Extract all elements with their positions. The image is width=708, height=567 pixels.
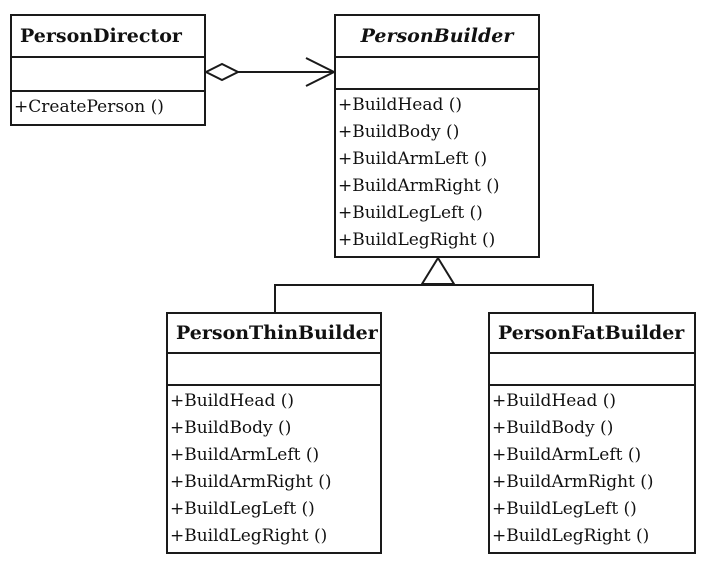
method-item: +BuildLegRight () [492, 526, 650, 546]
class-person-director: PersonDirector +CreatePerson () [10, 14, 206, 126]
method-item: +BuildBody () [492, 418, 614, 438]
aggregation-connector [203, 57, 337, 87]
attributes-section [336, 58, 538, 90]
method-item: +BuildHead () [170, 391, 295, 411]
method-item: +BuildArmLeft () [170, 445, 320, 465]
methods-section: +CreatePerson () [12, 92, 204, 121]
method-item: +BuildBody () [338, 122, 460, 142]
attributes-section [490, 354, 694, 386]
generalization-branches [274, 284, 594, 312]
class-person-fat-builder: PersonFatBuilder +BuildHead () +BuildBod… [488, 312, 696, 554]
method-item: +BuildLegLeft () [170, 499, 315, 519]
methods-section: +BuildHead () +BuildBody () +BuildArmLef… [336, 90, 538, 254]
method-item: +BuildLegLeft () [492, 499, 637, 519]
class-name: PersonBuilder [336, 16, 538, 58]
generalization-triangle [420, 256, 456, 285]
method-item: +BuildArmLeft () [492, 445, 642, 465]
class-person-builder: PersonBuilder +BuildHead () +BuildBody (… [334, 14, 540, 258]
class-name: PersonDirector [12, 16, 204, 58]
method-item: +CreatePerson () [14, 97, 164, 117]
attributes-section [168, 354, 380, 386]
methods-section: +BuildHead () +BuildBody () +BuildArmLef… [168, 386, 380, 550]
class-name: PersonThinBuilder [168, 314, 380, 354]
generalization-connector [274, 256, 594, 312]
method-item: +BuildLegRight () [170, 526, 328, 546]
class-name: PersonFatBuilder [490, 314, 694, 354]
method-item: +BuildLegLeft () [338, 203, 483, 223]
aggregation-diamond [203, 62, 241, 82]
method-item: +BuildHead () [492, 391, 617, 411]
method-item: +BuildHead () [338, 95, 463, 115]
method-item: +BuildArmLeft () [338, 149, 488, 169]
attributes-section [12, 58, 204, 92]
method-item: +BuildBody () [170, 418, 292, 438]
method-item: +BuildArmRight () [170, 472, 332, 492]
method-item: +BuildArmRight () [338, 176, 500, 196]
method-item: +BuildLegRight () [338, 230, 496, 250]
class-person-thin-builder: PersonThinBuilder +BuildHead () +BuildBo… [166, 312, 382, 554]
method-item: +BuildArmRight () [492, 472, 654, 492]
methods-section: +BuildHead () +BuildBody () +BuildArmLef… [490, 386, 694, 550]
